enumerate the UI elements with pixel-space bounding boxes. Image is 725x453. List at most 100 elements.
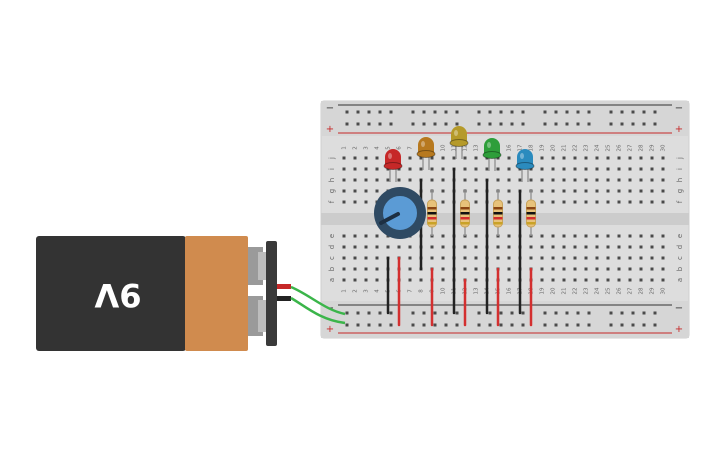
hole	[639, 278, 643, 282]
led-highlight	[388, 153, 392, 159]
hole	[441, 245, 445, 249]
rail-hole	[488, 311, 492, 315]
hole	[573, 234, 577, 238]
led-dome	[451, 126, 467, 142]
led-rim	[449, 139, 469, 147]
hole	[562, 245, 566, 249]
rail-hole	[642, 110, 646, 114]
hole	[595, 189, 599, 193]
column-label: 25	[606, 144, 612, 151]
hole	[507, 234, 511, 238]
column-label: 5	[386, 146, 392, 150]
rail-hole	[367, 110, 371, 114]
resistor-band	[460, 217, 470, 220]
led-dome	[517, 149, 533, 165]
column-label: 18	[529, 144, 535, 151]
battery-label: 9V	[94, 276, 141, 314]
rail-hole	[455, 311, 459, 315]
resistor-band	[493, 222, 503, 225]
hole	[617, 234, 621, 238]
hole	[661, 256, 665, 260]
battery-lead-negative[interactable]	[290, 296, 346, 325]
rail-hole	[411, 122, 415, 126]
rail-hole	[356, 122, 360, 126]
hole	[353, 256, 357, 260]
rail-hole	[587, 122, 591, 126]
hole	[562, 156, 566, 160]
rail-hole	[521, 323, 525, 327]
breadboard[interactable]: − + − + − + − + 112233445566778899101011…	[320, 100, 690, 339]
hole	[441, 200, 445, 204]
rail-hole	[543, 122, 547, 126]
hole	[496, 178, 500, 182]
rail-hole	[554, 110, 558, 114]
hole	[353, 200, 357, 204]
nine-volt-battery[interactable]: 9V	[36, 236, 291, 351]
hole	[584, 178, 588, 182]
jumper-wires	[290, 285, 346, 325]
hole	[419, 278, 423, 282]
rail-hole	[444, 110, 448, 114]
hole	[540, 278, 544, 282]
led-orange[interactable]	[416, 137, 436, 170]
rail-hole	[521, 122, 525, 126]
rail-hole	[543, 110, 547, 114]
battery-lead-plug-red	[277, 284, 291, 289]
rail-hole	[378, 110, 382, 114]
hole	[551, 267, 555, 271]
hole	[595, 167, 599, 171]
hole	[408, 156, 412, 160]
rail-hole	[576, 323, 580, 327]
hole	[364, 267, 368, 271]
breadboard-labels: 1122334455667788991010111112121313141415…	[328, 144, 684, 294]
rail-hole	[356, 311, 360, 315]
hole	[650, 200, 654, 204]
hole	[375, 189, 379, 193]
rail-hole	[543, 311, 547, 315]
row-label: i	[328, 168, 336, 170]
column-label: 27	[628, 144, 634, 151]
hole	[507, 278, 511, 282]
hole	[628, 189, 632, 193]
resistor-band	[526, 217, 536, 220]
rail-hole	[521, 110, 525, 114]
hole	[628, 167, 632, 171]
rail-hole	[587, 110, 591, 114]
hole	[650, 278, 654, 282]
led-green[interactable]	[482, 138, 502, 171]
hole	[562, 178, 566, 182]
hole	[606, 167, 610, 171]
rail-hole	[609, 110, 613, 114]
rail-hole	[576, 110, 580, 114]
rail-hole	[444, 323, 448, 327]
led-yellow[interactable]	[449, 126, 469, 159]
hole	[661, 278, 665, 282]
hole	[540, 256, 544, 260]
potentiometer-knob[interactable]	[381, 194, 419, 232]
hole	[518, 178, 522, 182]
hole	[551, 278, 555, 282]
led-red[interactable]	[383, 149, 403, 182]
rail-plus-top-left: +	[326, 124, 334, 135]
hole	[474, 189, 478, 193]
hole	[628, 278, 632, 282]
rail-hole	[477, 122, 481, 126]
hole	[650, 256, 654, 260]
rail-hole	[345, 110, 349, 114]
row-label: e	[676, 234, 684, 238]
hole	[375, 167, 379, 171]
rail-hole	[521, 311, 525, 315]
led-blue[interactable]	[515, 149, 535, 182]
rail-hole	[356, 323, 360, 327]
hole	[584, 167, 588, 171]
battery-lead-positive[interactable]	[290, 285, 346, 316]
hole	[584, 156, 588, 160]
rail-hole	[499, 323, 503, 327]
hole	[452, 156, 456, 160]
row-label: i	[676, 168, 684, 170]
column-label: 4	[375, 289, 381, 293]
potentiometer[interactable]	[374, 187, 426, 239]
rail-hole	[576, 122, 580, 126]
led-rim	[383, 162, 403, 170]
column-label: 16	[507, 144, 513, 151]
